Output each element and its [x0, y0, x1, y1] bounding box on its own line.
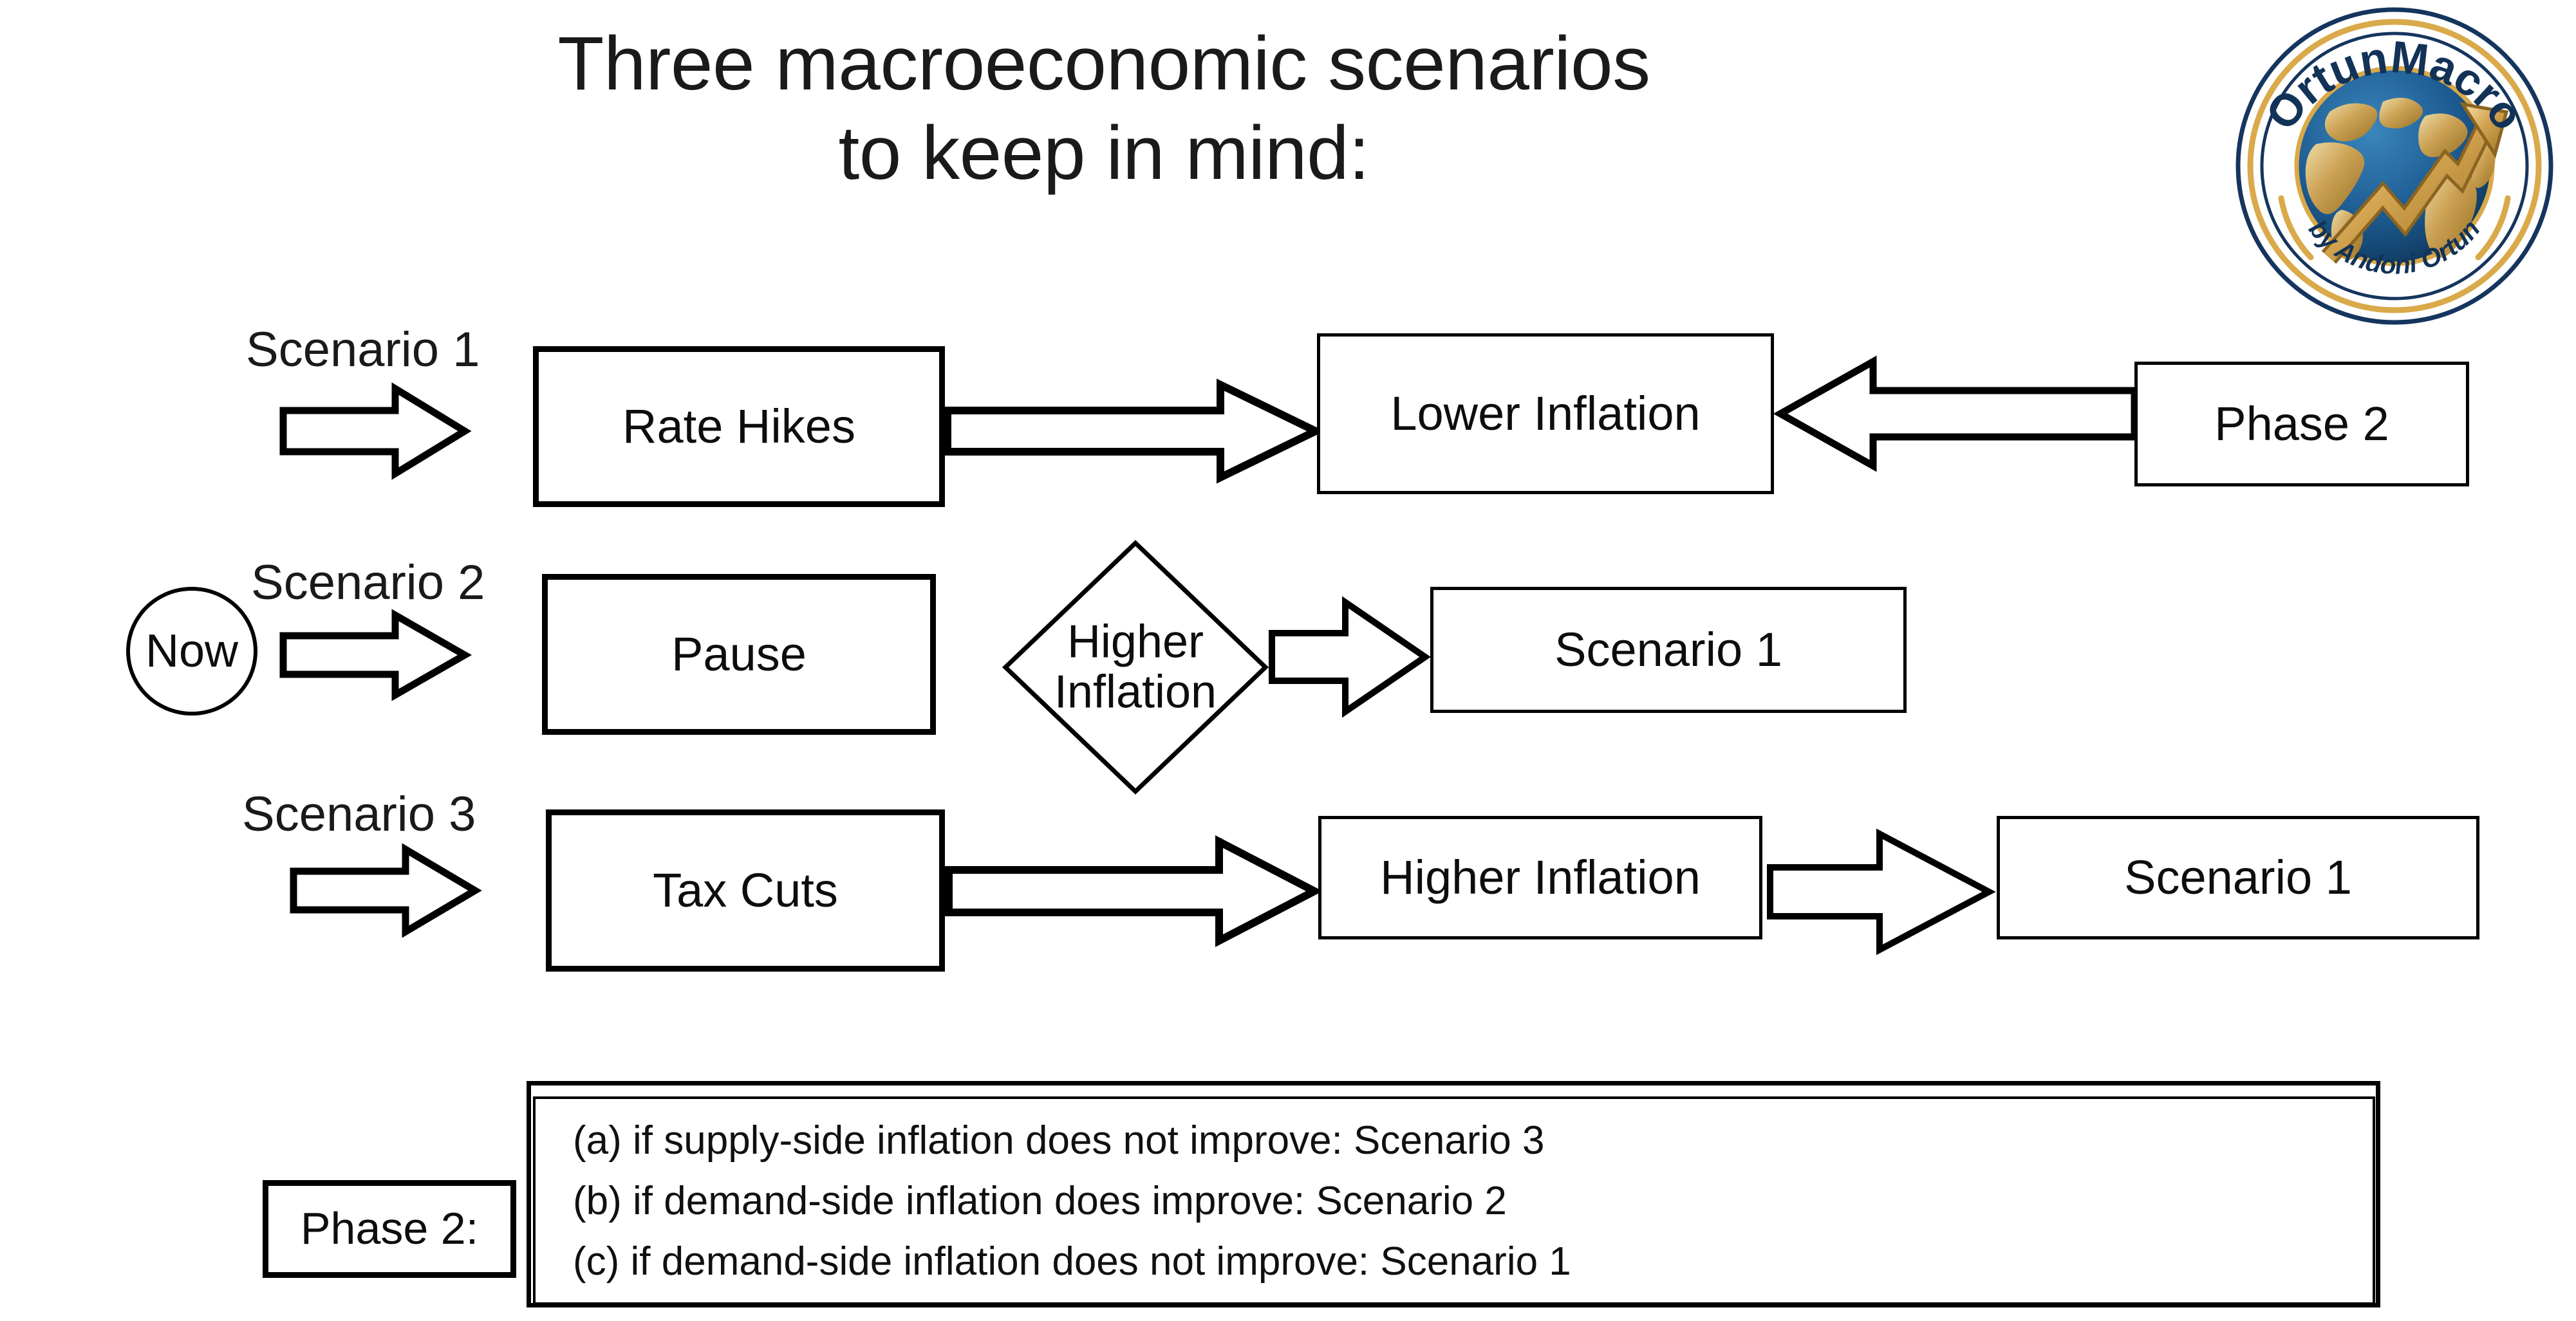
scenario-2-label: Scenario 2: [251, 555, 485, 610]
scenario-2-start-arrow-right-icon: [279, 609, 472, 701]
node-rate-hikes[interactable]: Rate Hikes: [533, 346, 945, 507]
node-pause-label: Pause: [671, 627, 807, 681]
legend-box-inner: [533, 1096, 2375, 1305]
decision-to-scenario-1-arrow-right-icon: [1268, 596, 1431, 718]
scenario-3-start-arrow-right-icon: [290, 843, 482, 938]
node-scenario-2-result[interactable]: Scenario 1: [1430, 587, 1907, 713]
node-higher-inflation-label: Higher Inflation: [1380, 851, 1701, 905]
node-tax-cuts[interactable]: Tax Cuts: [546, 809, 945, 972]
legend-key-box[interactable]: Phase 2:: [263, 1180, 516, 1278]
legend-line-a: (a) if supply-side inflation does not im…: [573, 1118, 1545, 1163]
ortunmacro-logo: OrtunMacro by Andoni Ortun: [2234, 5, 2555, 327]
node-higher-inflation-decision[interactable]: Higher Inflation: [1002, 539, 1269, 795]
legend-lines: (a) if supply-side inflation does not im…: [573, 1111, 2349, 1293]
page-title: Three macroeconomic scenarios to keep in…: [557, 21, 1650, 196]
scenario-1-start-arrow-right-icon: [279, 382, 472, 480]
legend-key-label: Phase 2:: [300, 1203, 479, 1254]
tax-cuts-to-higher-inflation-arrow-right-icon: [945, 835, 1323, 947]
higher-inflation-to-scenario-1-arrow-right-icon: [1766, 828, 1996, 956]
node-rate-hikes-label: Rate Hikes: [622, 400, 855, 454]
scenario-1-label: Scenario 1: [246, 322, 480, 377]
node-phase-2-label: Phase 2: [2214, 397, 2389, 451]
phase-2-to-lower-inflation-arrow-left-icon: [1773, 355, 2138, 472]
node-phase-2[interactable]: Phase 2: [2134, 362, 2469, 486]
rate-hikes-to-lower-inflation-arrow-right-icon: [944, 378, 1325, 484]
now-marker: Now: [126, 587, 257, 716]
legend-line-c: (c) if demand-side inflation does not im…: [573, 1239, 1571, 1284]
node-scenario-2-result-label: Scenario 1: [1554, 623, 1782, 677]
scenario-3-label: Scenario 3: [242, 787, 476, 842]
node-tax-cuts-label: Tax Cuts: [653, 864, 838, 918]
now-marker-label: Now: [145, 625, 239, 677]
node-higher-inflation[interactable]: Higher Inflation: [1318, 816, 1762, 939]
node-higher-inflation-decision-label: Higher Inflation: [1054, 616, 1217, 717]
node-pause[interactable]: Pause: [542, 574, 936, 735]
node-lower-inflation-label: Lower Inflation: [1390, 387, 1701, 441]
legend-line-b: (b) if demand-side inflation does improv…: [573, 1179, 1507, 1224]
node-scenario-3-result-label: Scenario 1: [2124, 851, 2352, 905]
node-scenario-3-result[interactable]: Scenario 1: [1997, 816, 2479, 939]
node-lower-inflation[interactable]: Lower Inflation: [1317, 333, 1774, 494]
globe-icon: [2294, 66, 2509, 266]
